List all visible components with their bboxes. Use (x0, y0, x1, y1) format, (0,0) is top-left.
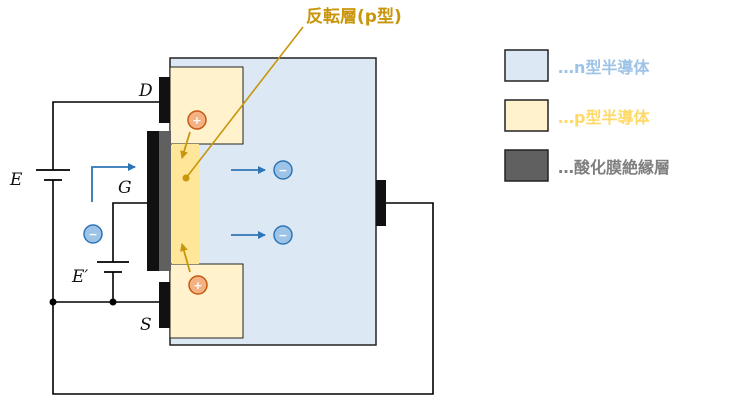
hole-arrow-lower (180, 243, 191, 273)
callout-leader (185, 26, 304, 179)
legend-swatch-oxide (504, 149, 549, 182)
label-gate: G (118, 178, 132, 198)
label-source: S (140, 315, 152, 335)
callout-label: 反転層(p型) (306, 6, 402, 27)
inversion-layer (172, 144, 199, 264)
legend-label-p-type: …p型半導体 (558, 108, 650, 127)
legend-swatch-p-type (504, 99, 549, 132)
electron-upper-sign: − (278, 164, 287, 177)
hole-drain (187, 110, 207, 130)
drain-electrode (159, 77, 170, 123)
label-e-prime: E′ (71, 267, 88, 287)
gate-oxide (159, 131, 171, 271)
hole-arrow-upper (180, 131, 191, 159)
battery-e (36, 169, 70, 181)
hole-source (188, 275, 208, 295)
callout-dot (182, 174, 190, 182)
electron-lower-sign: − (278, 229, 287, 242)
legend-label-n-type: …n型半導体 (558, 58, 650, 77)
junction-dot (49, 298, 57, 306)
legend: …n型半導体 …p型半導体 …酸化膜絶縁層 (504, 49, 670, 182)
hole-source-sign: + (193, 279, 202, 292)
electron-lower (273, 225, 293, 245)
battery-e-prime (97, 261, 129, 273)
drain-p-region (169, 66, 244, 145)
hole-drain-sign: + (192, 114, 201, 127)
source-p-region (169, 263, 244, 339)
electron-left-sign: − (88, 228, 97, 241)
label-e: E (9, 170, 23, 190)
source-electrode (159, 282, 170, 328)
legend-label-oxide: …酸化膜絶縁層 (558, 158, 670, 177)
body-electrode (376, 180, 386, 226)
legend-swatch-n-type (504, 49, 549, 82)
electron-left (83, 224, 103, 244)
electron-flow-arrow (91, 163, 136, 202)
label-drain: D (138, 81, 153, 101)
electron-upper (273, 160, 293, 180)
gate-electrode (147, 131, 159, 271)
junction-dot (109, 298, 117, 306)
